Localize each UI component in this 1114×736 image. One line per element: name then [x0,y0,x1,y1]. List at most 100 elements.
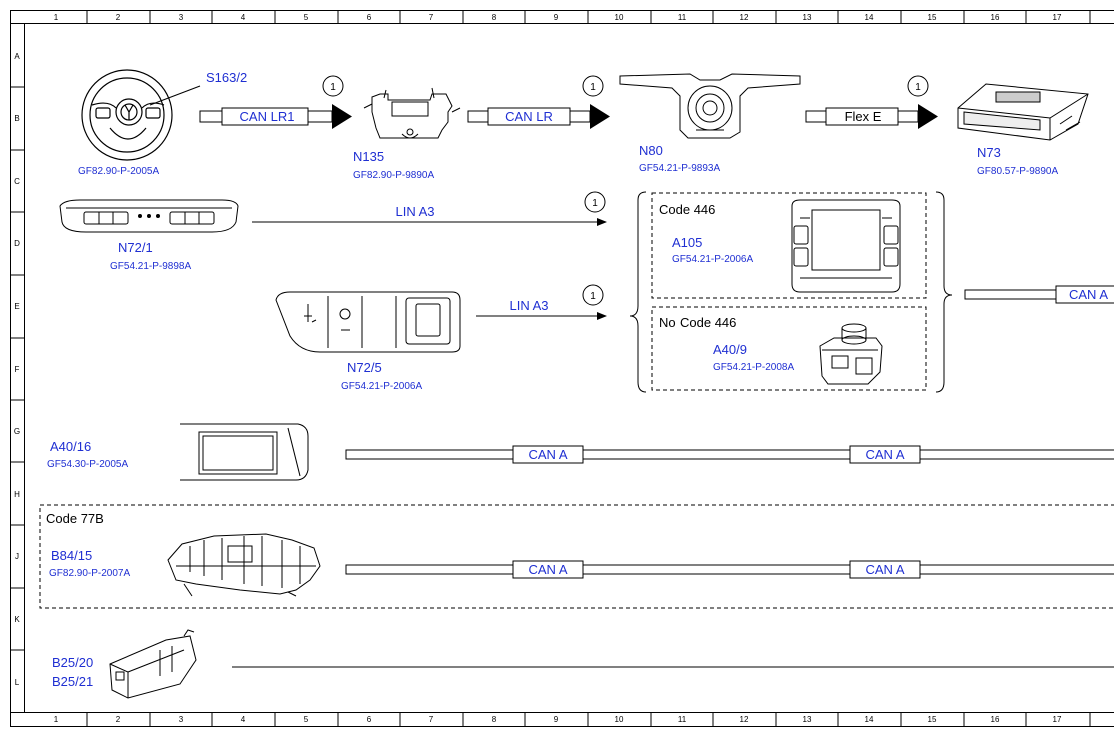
col-label: 17 [1053,715,1062,724]
bus-label-can-a-g2: CAN A [865,447,904,462]
component-ref-n73[interactable]: GF80.57-P-9890A [977,166,1058,177]
switch-panel-icon[interactable] [275,291,461,353]
col-label: 1 [54,13,59,22]
code-box-label-no: No [659,315,676,330]
bus-label-can-lr1: CAN LR1 [240,109,295,124]
code-box-label-no-code-446: Code 446 [680,315,736,330]
col-label: 7 [429,13,434,22]
col-label: 14 [865,13,874,22]
col-label: 2 [116,715,121,724]
bus-can-lr [467,104,610,129]
grid-row-ticks [10,86,25,651]
col-label: 5 [304,715,309,724]
row-label: G [14,427,20,436]
row-label: K [14,615,20,624]
component-ref-a40-16[interactable]: GF54.30-P-2005A [47,459,128,470]
col-label: 9 [554,715,559,724]
row-label: B [14,114,19,123]
steering-column-module-icon[interactable] [619,73,801,139]
sensor-icon[interactable] [109,629,197,699]
row-label: H [14,490,20,499]
component-label-n135: N135 [353,149,384,164]
col-label: 8 [492,715,497,724]
note-marker: 1 [322,75,344,97]
steering-wheel-icon[interactable] [81,69,173,161]
component-ref-n135[interactable]: GF82.90-P-9890A [353,170,434,181]
component-ref-b84-15[interactable]: GF82.90-P-2007A [49,568,130,579]
col-label: 11 [678,715,687,724]
code-box-label-446: Code 446 [659,202,715,217]
bus-label-can-lr: CAN LR [505,109,553,124]
note-marker: 1 [584,191,606,213]
overhead-control-panel-icon[interactable] [59,199,239,233]
grid-column-labels-top: 1 2 3 4 5 6 7 8 9 10 11 12 13 14 15 16 1… [54,13,1062,22]
col-label: 1 [54,715,59,724]
bus-label-can-a-g1: CAN A [528,447,567,462]
touchpad-icon[interactable] [791,199,901,293]
code-446-group [629,191,953,393]
note-marker: 1 [582,284,604,306]
leader-line [149,85,201,106]
row-label: C [14,177,20,186]
row-label: F [15,365,20,374]
component-ref-a40-9[interactable]: GF54.21-P-2008A [713,362,794,373]
col-label: 12 [740,13,749,22]
col-label: 5 [304,13,309,22]
col-label: 15 [928,715,937,724]
row-label: L [15,678,20,687]
col-label: 3 [179,13,184,22]
col-label: 10 [615,715,624,724]
grid-column-labels-bottom: 1 2 3 4 5 6 7 8 9 10 11 12 13 14 15 16 1… [54,715,1062,724]
col-label: 11 [678,13,687,22]
col-label: 8 [492,13,497,22]
component-label-a40-16: A40/16 [50,439,91,454]
component-label-a40-9: A40/9 [713,342,747,357]
bus-label-can-a-right: CAN A [1069,287,1108,302]
col-label: 15 [928,13,937,22]
col-label: 4 [241,715,246,724]
col-label: 6 [367,715,372,724]
svg-text:1: 1 [590,82,596,93]
component-label-n72-1: N72/1 [118,240,153,255]
component-label-n73: N73 [977,145,1001,160]
component-ref-a105[interactable]: GF54.21-P-2006A [672,254,753,265]
controller-icon[interactable] [819,323,883,385]
col-label: 13 [803,13,812,22]
component-ref-n72-1[interactable]: GF54.21-P-9898A [110,261,191,272]
component-ref-n80[interactable]: GF54.21-P-9893A [639,163,720,174]
component-label-b25-20: B25/20 [52,655,93,670]
row-label: D [14,239,20,248]
col-label: 2 [116,13,121,22]
row-label: A [14,52,20,61]
col-label: 14 [865,715,874,724]
component-ref-s163-2[interactable]: GF82.90-P-2005A [78,166,159,177]
code-box-label-77b: Code 77B [46,511,104,526]
col-label: 17 [1053,13,1062,22]
bus-label-lin-a3-mid: LIN A3 [509,298,548,313]
col-label: 4 [241,13,246,22]
diagram-frame [10,10,1114,727]
col-label: 16 [991,13,1000,22]
row-label: J [15,552,19,561]
control-unit-icon[interactable] [363,87,461,139]
svg-text:1: 1 [592,198,598,209]
component-ref-n72-5[interactable]: GF54.21-P-2006A [341,381,422,392]
bus-label-can-a-j2: CAN A [865,562,904,577]
code-77b-group [39,504,1114,609]
col-label: 3 [179,715,184,724]
col-label: 6 [367,13,372,22]
bus-label-can-a-j1: CAN A [528,562,567,577]
svg-text:1: 1 [590,291,596,302]
col-label: 10 [615,13,624,22]
ezs-control-unit-icon[interactable] [957,83,1089,141]
bus-label-flex-e: Flex E [845,109,882,124]
col-label: 7 [429,715,434,724]
col-label: 9 [554,13,559,22]
bus-label-lin-a3-top: LIN A3 [395,204,434,219]
component-label-n72-5: N72/5 [347,360,382,375]
display-icon[interactable] [180,423,309,481]
note-marker: 1 [582,75,604,97]
camera-module-icon[interactable] [167,533,321,597]
component-label-n80: N80 [639,143,663,158]
